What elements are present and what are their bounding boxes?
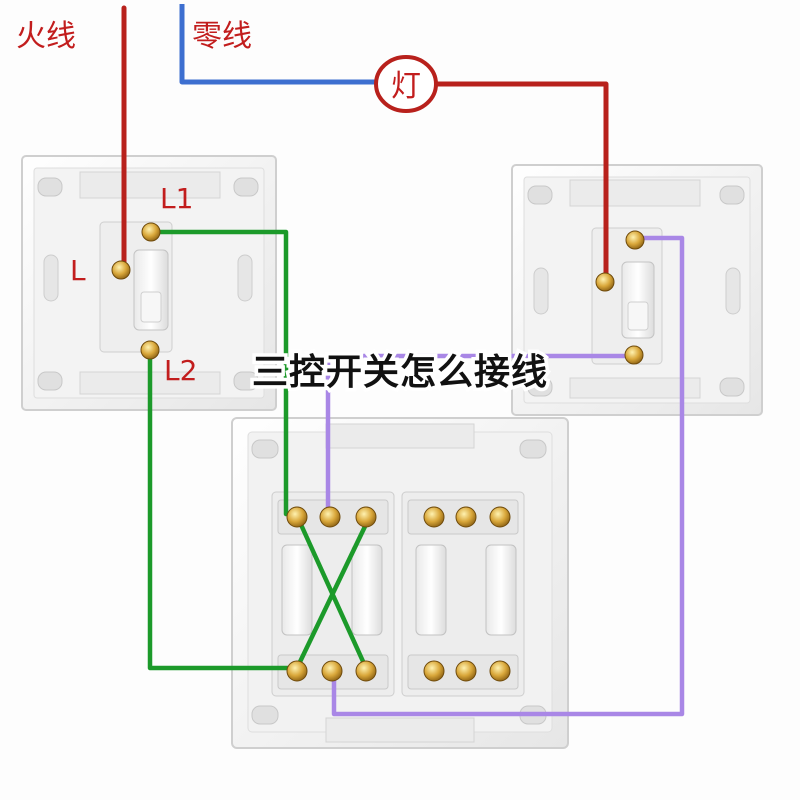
terminal-screw [321, 660, 343, 682]
middle-switch-terminals [286, 506, 511, 682]
purple-traveler-bottom [331, 235, 685, 717]
terminal-screw [455, 506, 477, 528]
terminal-screw [624, 345, 644, 365]
terminal-screw [319, 506, 341, 528]
diagram-title: 三控开关怎么接线 [252, 352, 548, 393]
green-cross-wire-b [295, 515, 373, 667]
purple-traveler-top [325, 353, 634, 514]
terminal-screw-l [111, 260, 131, 280]
terminal-screw-l2 [140, 340, 160, 360]
terminal-screw [625, 230, 645, 250]
terminal-screw [286, 506, 308, 528]
right-switch-terminals [595, 230, 645, 365]
terminal-screw-l1 [141, 222, 161, 242]
left-switch-plate [21, 155, 277, 411]
lamp: 灯 [374, 55, 438, 113]
terminal-screw [286, 660, 308, 682]
terminal-label-l: L [70, 254, 86, 287]
right-switch-plate [511, 164, 763, 416]
lamp-to-right-switch-wire [436, 81, 609, 282]
terminal-screw [423, 660, 445, 682]
terminal-screw [595, 272, 615, 292]
neutral-wire-label: 零线 [192, 19, 252, 54]
middle-switch-plate [231, 417, 569, 749]
terminal-screw [489, 506, 511, 528]
live-wire-label: 火线 [16, 19, 76, 54]
terminal-label-l2: L2 [164, 354, 197, 387]
terminal-screw [355, 506, 377, 528]
terminal-label-l1: L1 [160, 182, 193, 215]
terminal-screw [455, 660, 477, 682]
terminal-screw [423, 506, 445, 528]
lamp-label: 灯 [391, 69, 421, 104]
left-switch-terminals [111, 222, 161, 360]
terminal-screw [489, 660, 511, 682]
terminal-screw [355, 660, 377, 682]
green-traveler-l2 [147, 350, 296, 671]
neutral-wire [179, 4, 376, 85]
